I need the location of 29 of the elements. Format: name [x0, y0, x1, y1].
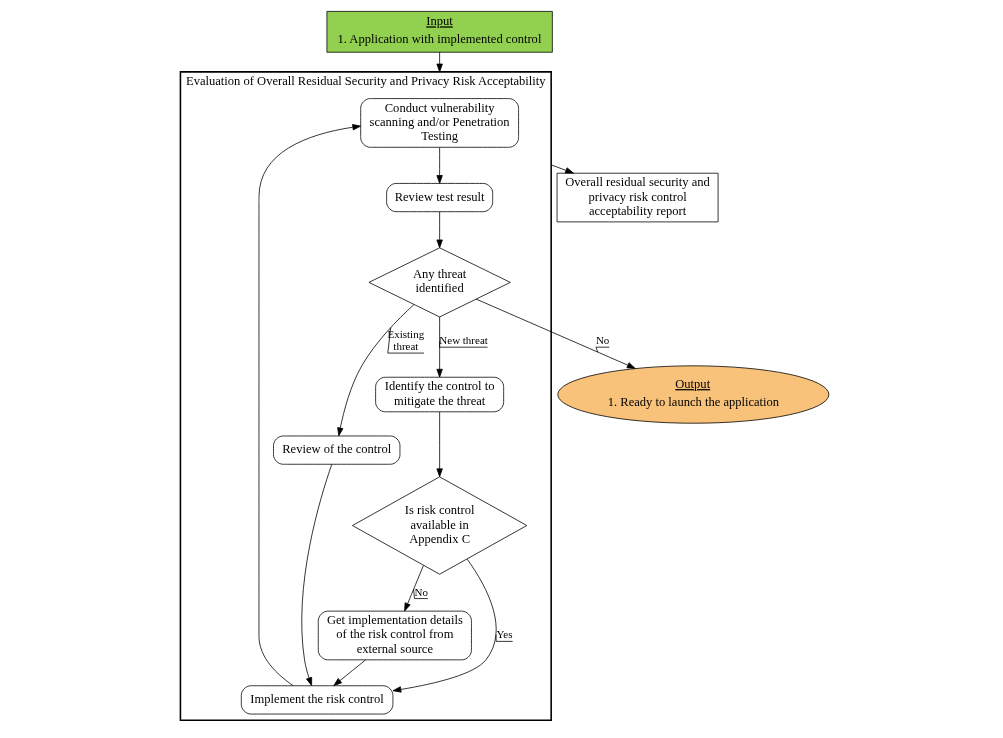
node-box: Review of the control [273, 435, 401, 465]
edge-label: Existing threat [387, 328, 425, 353]
arrow [392, 558, 514, 693]
edge-label: New threat [439, 334, 488, 347]
arrow [333, 659, 367, 687]
arrow [337, 304, 415, 437]
edge-label: No [414, 585, 428, 598]
node-box: Overall residual security and privacy risk control acceptability report [556, 172, 719, 223]
arrow [436, 147, 443, 184]
arrow [436, 211, 443, 249]
arrow [404, 565, 424, 612]
node-ellipse: Output 1. Ready to launch the application [557, 365, 830, 424]
node-diamond: Any threat identified [368, 247, 511, 318]
arrow [301, 463, 333, 686]
node-box: Input 1. Application with implemented control [326, 11, 553, 53]
arrow [436, 51, 443, 73]
node-box: Get implementation details of the risk control from external source [317, 610, 472, 661]
arrow [436, 316, 488, 378]
node-box: Conduct vulnerability scanning and/or Penetration Testing [360, 98, 519, 148]
arrow [436, 411, 443, 478]
node-box: Implement the risk control [240, 685, 394, 715]
node-box: Identify the control to mitigate the threat [375, 376, 505, 413]
arrow [550, 164, 574, 174]
node-diamond: Is risk control available in Appendix C [352, 476, 528, 575]
node-box: Review test result [386, 183, 494, 213]
edge-label: No [595, 334, 610, 347]
arrow [258, 124, 362, 686]
arrow [475, 298, 636, 369]
edge-label: Yes [496, 628, 513, 641]
